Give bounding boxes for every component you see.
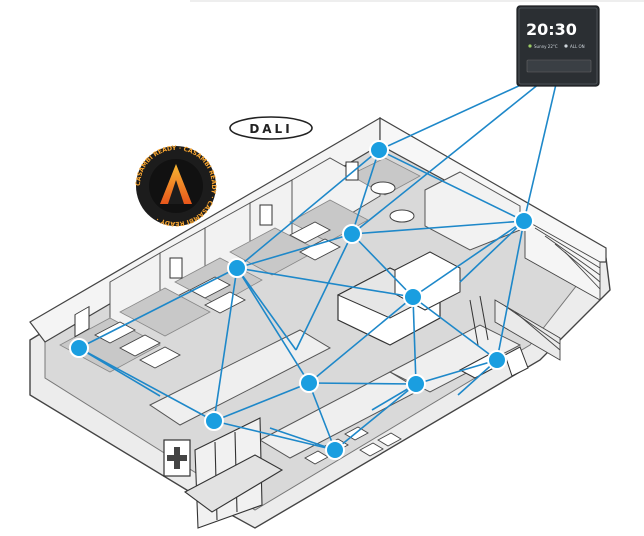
- hospital-cross-icon: [163, 439, 191, 477]
- mesh-node: [406, 374, 426, 394]
- wall-control-panel: 20:30 Sunny 22°C ALL ON: [516, 5, 600, 87]
- status-dot-icon: [528, 44, 532, 48]
- building: [29, 116, 611, 529]
- entrance: [183, 417, 284, 529]
- mesh-node: [69, 338, 89, 358]
- mesh-node: [487, 350, 507, 370]
- cafe-tables: [370, 181, 415, 223]
- mesh-node: [227, 258, 247, 278]
- mesh-node: [299, 373, 319, 393]
- mesh-node: [325, 440, 345, 460]
- dali-logo-text: DALI: [249, 122, 292, 136]
- panel-status-right: ALL ON: [570, 44, 585, 49]
- staircase: [494, 219, 601, 361]
- mesh-network: [78, 66, 561, 451]
- panel-status-left: Sunny 22°C: [534, 44, 558, 49]
- mesh-node: [514, 211, 534, 231]
- panel-time: 20:30: [526, 20, 577, 39]
- mesh-node: [204, 411, 224, 431]
- mesh-node: [342, 224, 362, 244]
- front-rooms: [149, 324, 522, 459]
- casambi-ready-badge-icon: CASAMBI READY · CASAMBI READY · CASAMBI …: [135, 145, 217, 227]
- status-dot-icon: [564, 44, 568, 48]
- mesh-node: [403, 287, 423, 307]
- dali-logo-icon: DALI: [229, 116, 313, 140]
- mesh-node: [369, 140, 389, 160]
- beds: [94, 221, 341, 369]
